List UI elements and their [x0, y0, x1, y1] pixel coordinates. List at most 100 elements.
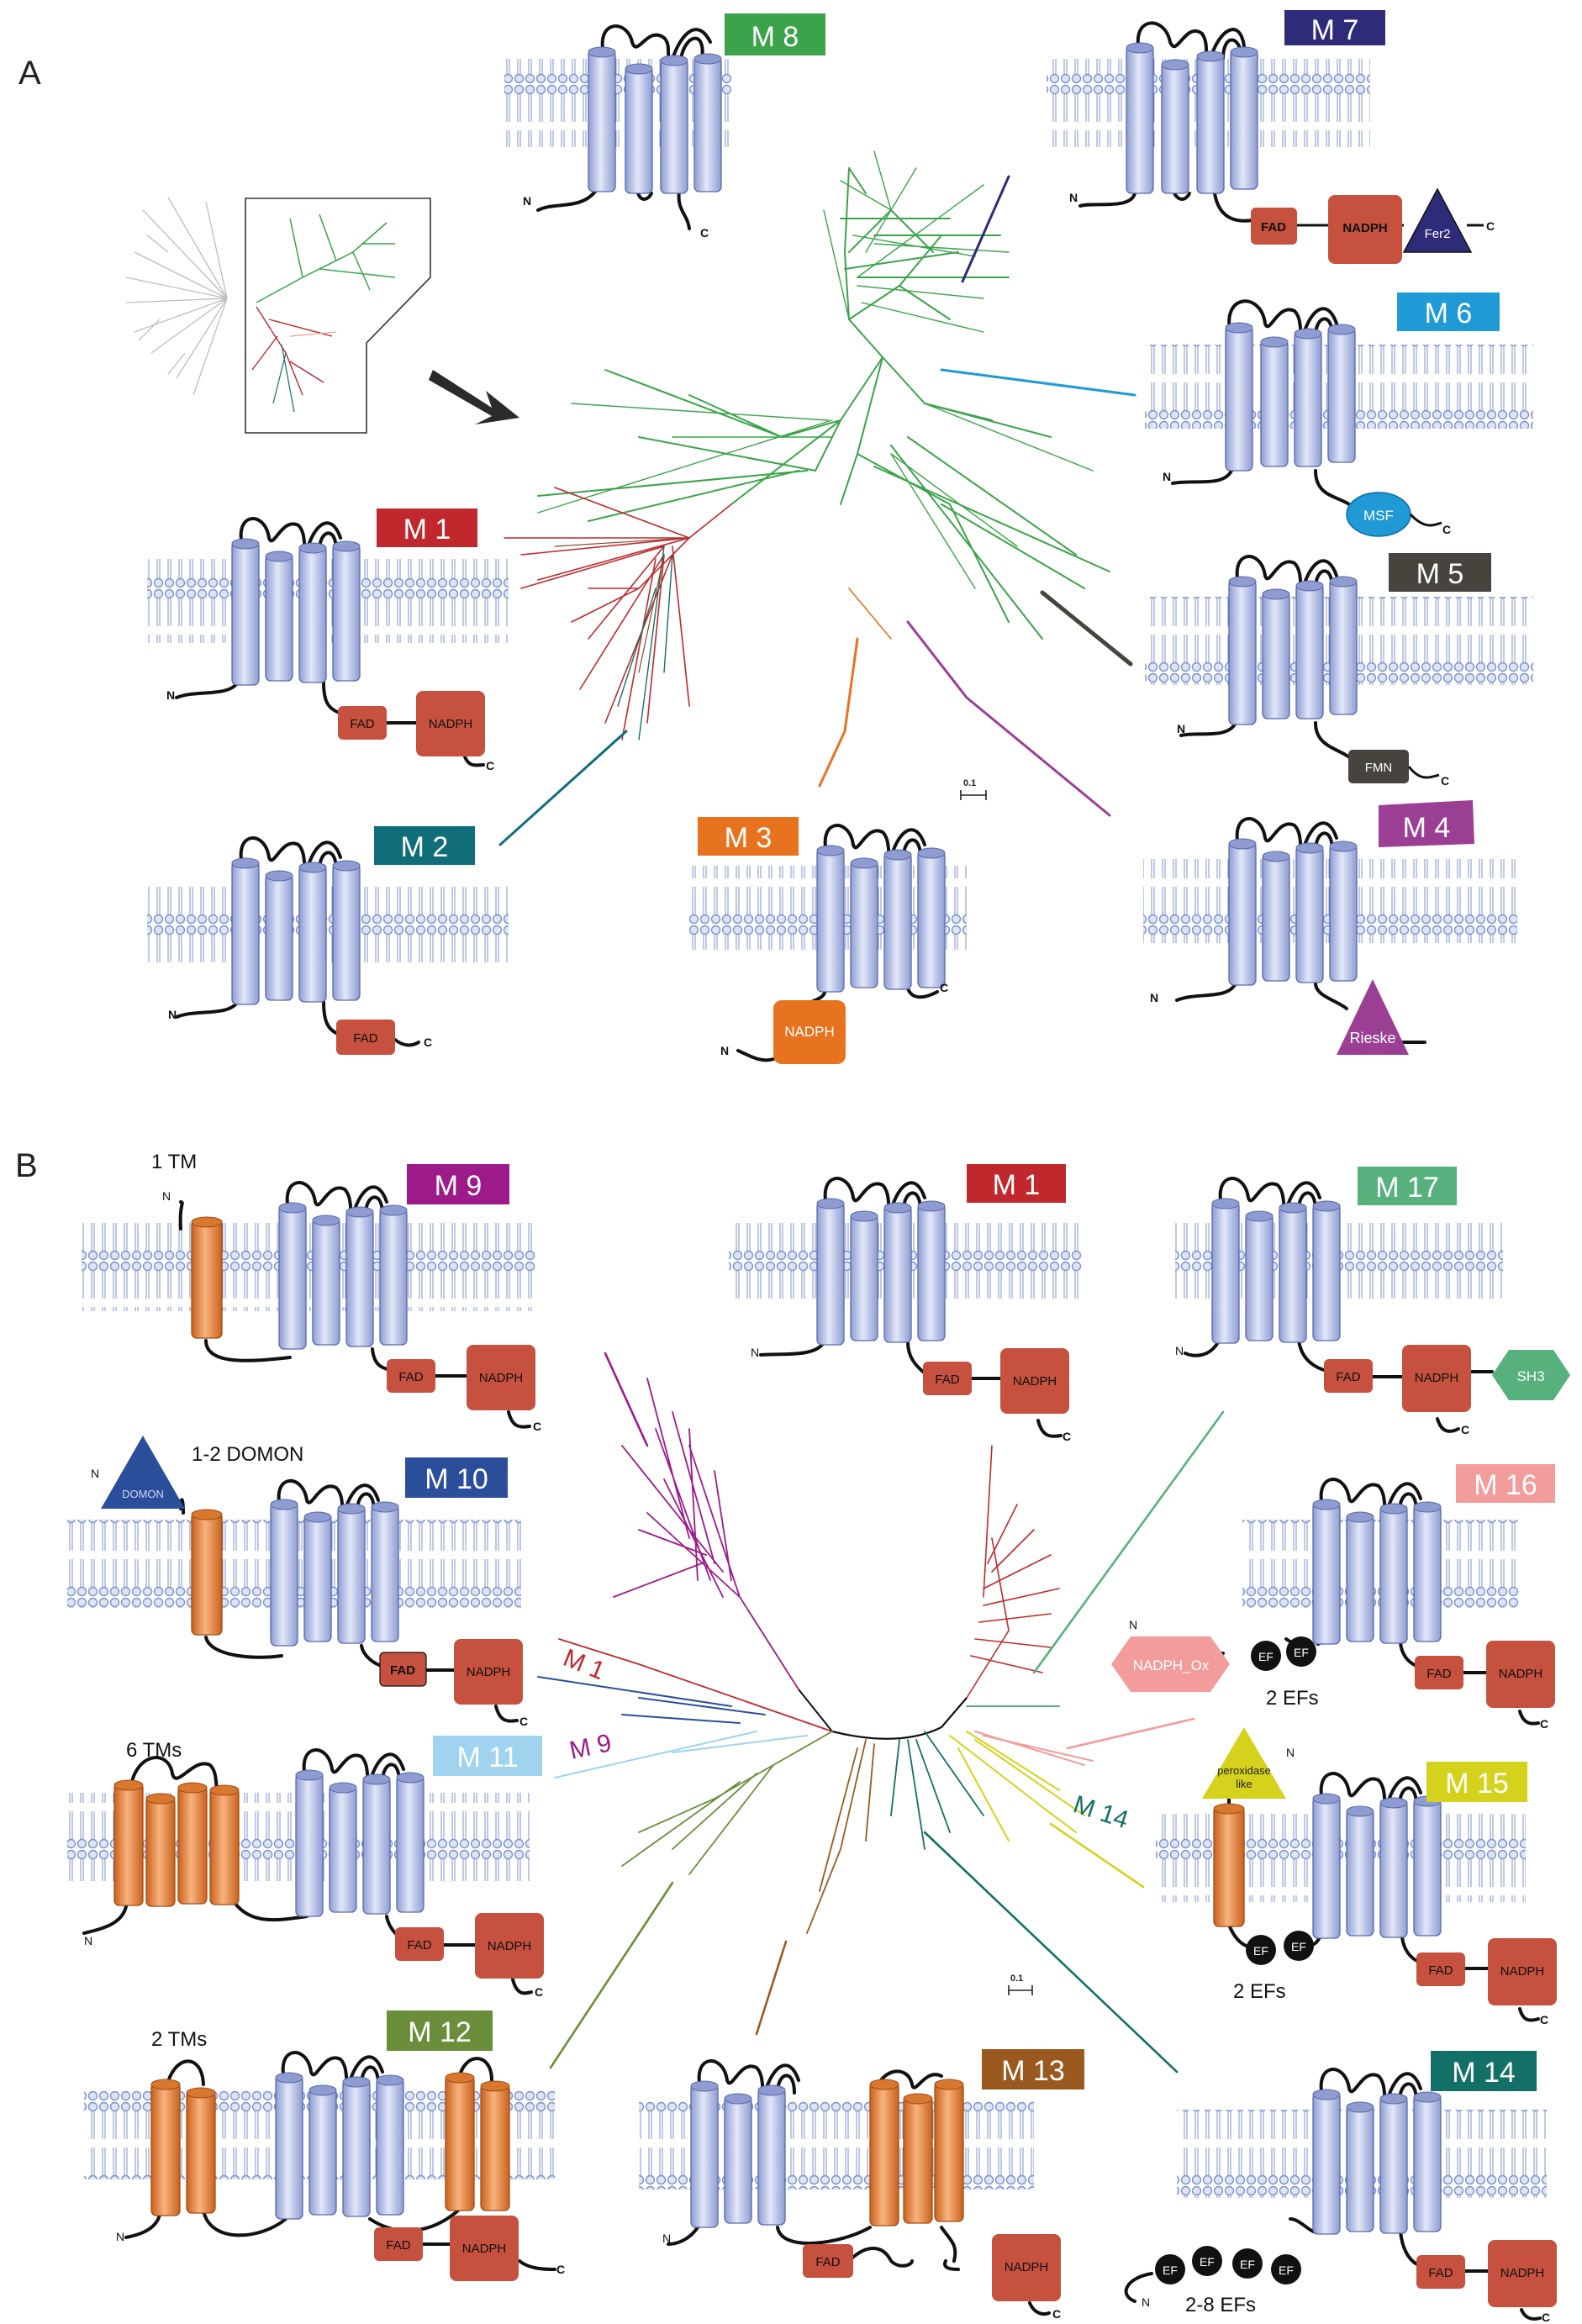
m14-ef2 — [1192, 2246, 1222, 2276]
module-m15: peroxidase like EF EF FAD NA — [1156, 1727, 1557, 2026]
m1b-fad-domain — [923, 1362, 972, 1395]
module-m11: FAD NADPH M 11 6 TMs N C — [67, 1736, 544, 1999]
svg-text:NADPH: NADPH — [784, 1024, 835, 1040]
svg-text:EF: EF — [1200, 2255, 1215, 2269]
panel-a: 0.1 M — [125, 10, 1533, 1064]
m10-nadph-domain — [454, 1639, 523, 1705]
module-m14-badge — [1431, 2051, 1537, 2091]
m10-fad-domain — [379, 1652, 427, 1687]
overview-tree — [125, 197, 431, 434]
svg-text:FAD: FAD — [353, 1031, 377, 1046]
zoom-arrow — [429, 370, 519, 424]
svg-text:FAD: FAD — [386, 2238, 410, 2253]
svg-text:Fer2: Fer2 — [1425, 227, 1451, 241]
m16-fad-domain — [1415, 1656, 1463, 1689]
svg-text:EF: EF — [1294, 1646, 1309, 1659]
module-m12-badge — [387, 2010, 493, 2051]
m7-nadph-domain — [1328, 195, 1402, 264]
m2-fad-domain — [336, 1020, 395, 1055]
m9-fad-domain — [387, 1359, 435, 1393]
svg-text:NADPH: NADPH — [1342, 221, 1387, 235]
m17-sh3-domain — [1492, 1350, 1570, 1400]
tree-a — [498, 150, 1136, 846]
m13-fad-domain — [803, 2244, 853, 2278]
tree-b-branch-m15 — [1049, 1822, 1145, 1889]
module-m8-badge — [725, 13, 825, 55]
svg-text:M 5: M 5 — [1416, 558, 1464, 590]
module-m12: FAD NADPH M 12 2 TMs N C — [84, 2010, 565, 2281]
annotation-1tm: 1 TM — [151, 1151, 197, 1173]
m1b-nadph-domain — [1000, 1348, 1069, 1414]
m15-fad-domain — [1416, 1952, 1465, 1986]
svg-text:C: C — [556, 2263, 565, 2276]
svg-text:C: C — [1542, 2311, 1550, 2324]
m14-ef1 — [1155, 2254, 1185, 2284]
svg-text:C: C — [1540, 2013, 1548, 2026]
svg-text:N: N — [91, 1467, 99, 1480]
tree-b-branch-m9 — [604, 1352, 649, 1447]
svg-text:N: N — [1177, 722, 1185, 735]
module-m9-badge — [407, 1164, 509, 1204]
svg-text:N: N — [751, 1346, 759, 1359]
module-m7: FAD NADPH Fer2 M 7 N C — [1047, 10, 1495, 264]
m13-nadph-domain — [992, 2234, 1061, 2301]
module-m2-badge — [374, 826, 475, 865]
svg-text:NADPH: NADPH — [1415, 1371, 1459, 1385]
m3-nadph-domain — [773, 1000, 846, 1064]
svg-text:C: C — [533, 1420, 541, 1433]
tree-a-branch-m7 — [961, 175, 1010, 283]
svg-text:FAD: FAD — [1428, 2266, 1453, 2280]
svg-text:like: like — [1236, 1778, 1252, 1790]
svg-text:N: N — [720, 1044, 729, 1057]
module-m1-b: FAD NADPH M 1 N C — [729, 1164, 1082, 1443]
svg-text:M 8: M 8 — [751, 21, 799, 53]
svg-text:N: N — [1069, 191, 1078, 204]
svg-text:M 6: M 6 — [1425, 298, 1473, 329]
svg-text:C: C — [486, 759, 494, 772]
tree-b-branch-m17 — [1032, 1410, 1225, 1674]
module-m10-badge — [405, 1457, 508, 1498]
svg-text:M 12: M 12 — [408, 2016, 472, 2048]
svg-text:FAD: FAD — [1426, 1667, 1451, 1681]
svg-text:M 17: M 17 — [1375, 1172, 1439, 1204]
tree-b-branch-m16 — [1066, 1717, 1195, 1750]
m9-nadph-domain — [467, 1345, 535, 1410]
svg-text:C: C — [1063, 1430, 1071, 1443]
svg-text:EF: EF — [1163, 2263, 1178, 2277]
m14-fad-domain — [1416, 2255, 1465, 2289]
tree-a-branch-m3 — [818, 637, 859, 788]
svg-text:FMN: FMN — [1365, 761, 1393, 775]
svg-text:NADPH: NADPH — [1499, 1667, 1543, 1681]
svg-text:N: N — [1175, 1344, 1184, 1357]
m15-ef2 — [1284, 1931, 1314, 1961]
annotation-2tms: 2 TMs — [151, 2028, 207, 2051]
module-m8: M 8 N C — [504, 13, 825, 240]
svg-text:FAD: FAD — [350, 717, 374, 731]
m17-nadph-domain — [1402, 1345, 1471, 1412]
module-m1-b-badge — [967, 1164, 1066, 1203]
module-m15-badge — [1426, 1762, 1527, 1802]
svg-text:N: N — [523, 194, 531, 208]
module-m4: Rieske M 4 N — [1143, 800, 1517, 1055]
tree-b-branch-m14 — [923, 1831, 1179, 2074]
svg-text:C: C — [1052, 2307, 1061, 2321]
svg-text:NADPH: NADPH — [1013, 1374, 1057, 1389]
tree-a-branch-m6 — [940, 368, 1136, 397]
svg-text:N: N — [166, 688, 175, 702]
m14-nadph-domain — [1488, 2240, 1557, 2307]
svg-text:C: C — [519, 1715, 528, 1728]
svg-text:N: N — [662, 2232, 671, 2245]
svg-text:EF: EF — [1258, 1650, 1274, 1663]
module-m17: FAD NADPH SH3 M 17 N C — [1175, 1167, 1570, 1436]
svg-text:M 2: M 2 — [401, 831, 449, 863]
module-m6: MSF M 6 N C — [1145, 292, 1533, 537]
module-m5: FMN M 5 N C — [1145, 553, 1533, 788]
panel-b: M 1 M 9 M 14 0.1 — [67, 1151, 1570, 2324]
module-m16-badge — [1456, 1464, 1555, 1503]
panel-label-a: A — [18, 55, 41, 92]
svg-text:FAD: FAD — [815, 2255, 840, 2269]
svg-text:N: N — [1150, 991, 1158, 1004]
svg-text:M 16: M 16 — [1474, 1469, 1537, 1501]
svg-text:NADPH: NADPH — [1500, 1964, 1545, 1979]
